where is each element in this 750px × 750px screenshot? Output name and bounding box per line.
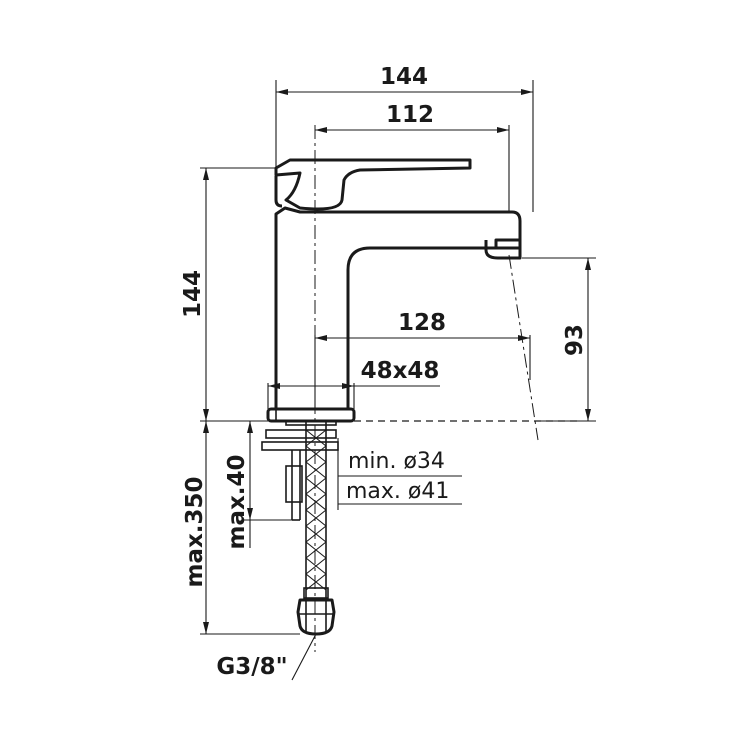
dim-overall-width: 144	[380, 64, 428, 90]
dim-deck-thickness: max.40	[224, 454, 250, 549]
dimension-lines	[203, 89, 591, 681]
fixing-assembly	[261, 420, 339, 521]
extension-lines	[200, 80, 596, 635]
dim-total-height: 144	[180, 270, 206, 318]
dim-hole-max: max. ø41	[346, 479, 449, 504]
dim-connection-thread: G3/8"	[216, 654, 287, 680]
dim-center-to-outlet: 128	[398, 310, 446, 336]
dim-hole-min: min. ø34	[348, 449, 445, 474]
dim-outlet-height: 93	[562, 324, 588, 356]
braided-hose	[296, 421, 336, 636]
center-lines	[314, 125, 580, 652]
dim-spout-reach: 112	[386, 102, 434, 128]
dim-hose-length: max.350	[182, 476, 208, 587]
dim-body-section: 48x48	[361, 358, 440, 384]
